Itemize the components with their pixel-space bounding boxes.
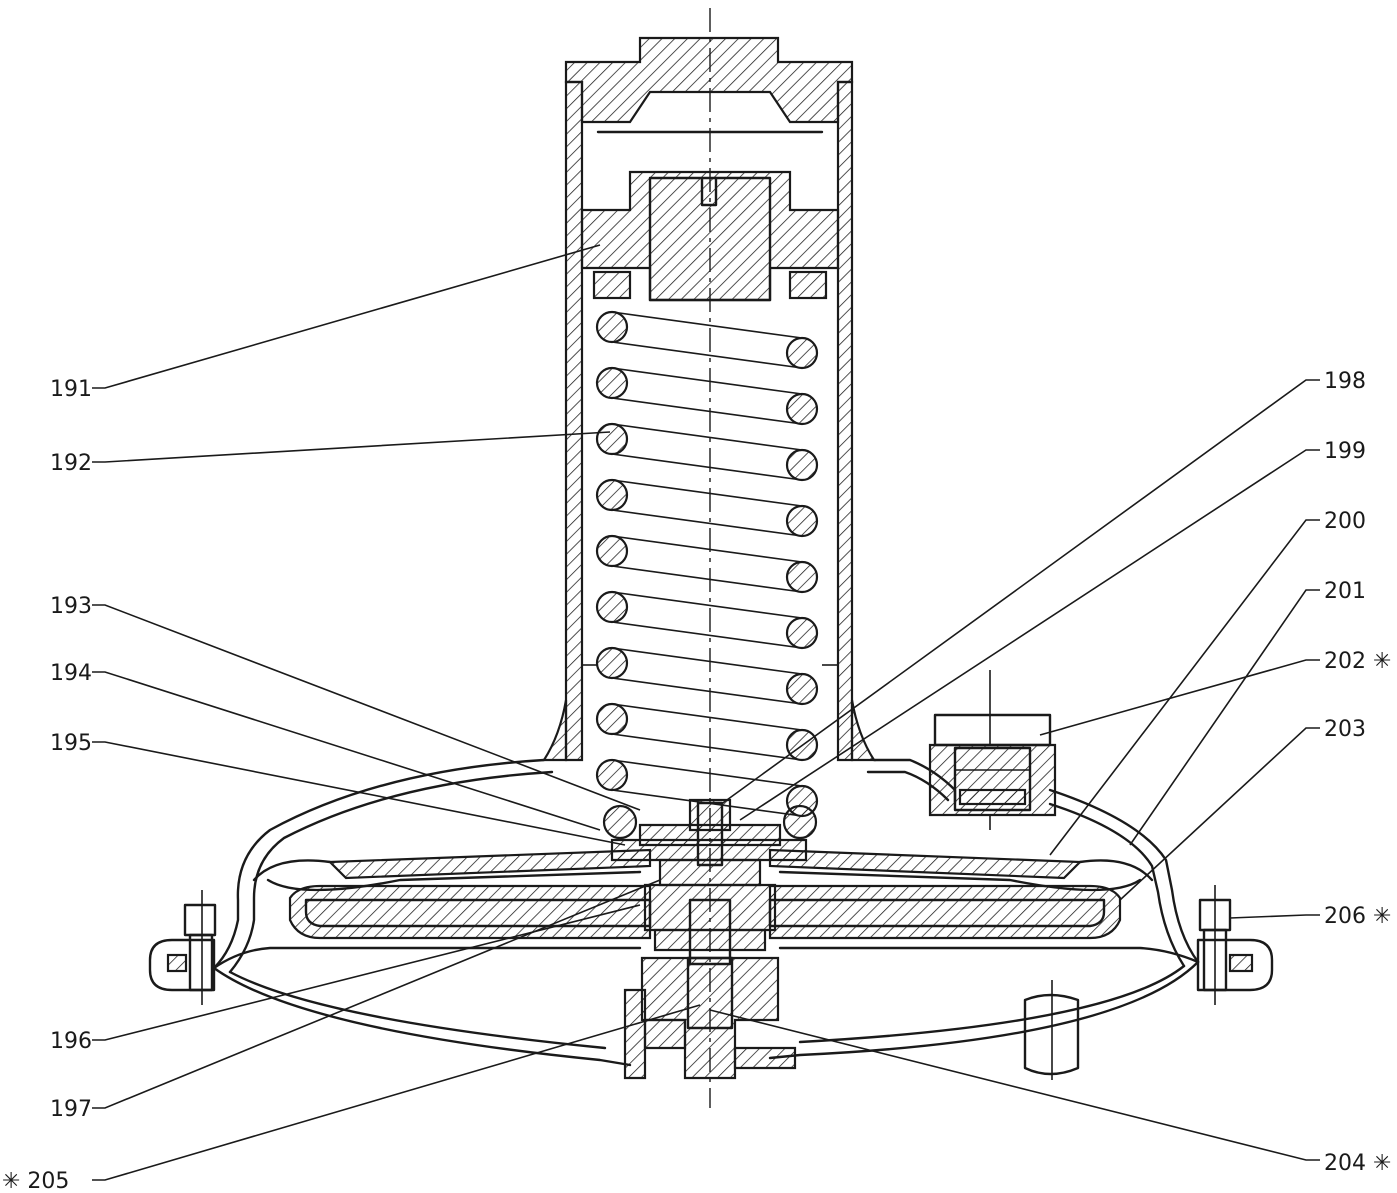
flange-bolt-right xyxy=(1196,885,1274,1005)
top-cap xyxy=(564,36,854,134)
spring-coil-left xyxy=(595,590,629,624)
label-193: 193 xyxy=(50,594,92,619)
spring-coil-left xyxy=(595,478,629,512)
label-205: ✳ 205 xyxy=(2,1169,69,1193)
spring-coil-left xyxy=(595,646,629,680)
label-200: 200 xyxy=(1324,509,1366,534)
spring-coil-right xyxy=(785,448,819,482)
compression-spring xyxy=(595,310,819,818)
spring-coil-right xyxy=(785,616,819,650)
label-202: 202 ✳ xyxy=(1324,649,1391,674)
spring-coil-left xyxy=(595,310,629,344)
label-204: 204 ✳ xyxy=(1324,1151,1391,1176)
lower-diaphragm-casing xyxy=(212,960,1200,1067)
spring-coil-left xyxy=(595,534,629,568)
label-198: 198 xyxy=(1324,369,1366,394)
label-201: 201 xyxy=(1324,579,1366,604)
spring-wire xyxy=(611,453,803,481)
label-203: 203 xyxy=(1324,717,1366,742)
spring-wire xyxy=(611,591,803,619)
spring-wire xyxy=(611,367,803,395)
spring-coil-right xyxy=(785,672,819,706)
spring-wire xyxy=(611,311,803,339)
spring-adjusting-nut xyxy=(580,170,840,302)
spring-wire xyxy=(611,647,803,675)
spring-coil-left xyxy=(595,422,629,456)
spring-wire xyxy=(611,479,803,507)
spring-wire xyxy=(611,677,803,705)
spring-wire xyxy=(611,565,803,593)
spring-wire xyxy=(611,703,803,731)
label-191: 191 xyxy=(50,377,92,402)
spring-wire xyxy=(611,535,803,563)
diaphragm-assembly xyxy=(212,848,1200,970)
spring-coil-right xyxy=(785,560,819,594)
spring-coil-left xyxy=(595,366,629,400)
label-195: 195 xyxy=(50,731,92,756)
spring-wire xyxy=(611,423,803,451)
spring-wire xyxy=(611,341,803,369)
label-199: 199 xyxy=(1324,439,1366,464)
spring-wire xyxy=(611,733,803,761)
label-192: 192 xyxy=(50,451,92,476)
flange-bolt-left xyxy=(148,890,217,1005)
leader-lines xyxy=(92,244,1320,1181)
spring-coil-right xyxy=(785,336,819,370)
spring-coil-left xyxy=(595,758,629,792)
label-194: 194 xyxy=(50,661,92,686)
spring-coil-right xyxy=(785,504,819,538)
spring-wire xyxy=(611,509,803,537)
label-196: 196 xyxy=(50,1029,92,1054)
spring-wire xyxy=(611,759,803,787)
central-stem-hub xyxy=(602,798,818,966)
spring-coil-right xyxy=(785,392,819,426)
label-206: 206 ✳ xyxy=(1324,904,1391,929)
spring-wire xyxy=(611,621,803,649)
spring-coil-left xyxy=(595,702,629,736)
impulse-pipe xyxy=(1023,980,1080,1080)
lower-hub-nut xyxy=(623,956,797,1080)
spring-wire xyxy=(611,397,803,425)
vent-fitting xyxy=(928,670,1057,830)
label-197: 197 xyxy=(50,1097,92,1122)
